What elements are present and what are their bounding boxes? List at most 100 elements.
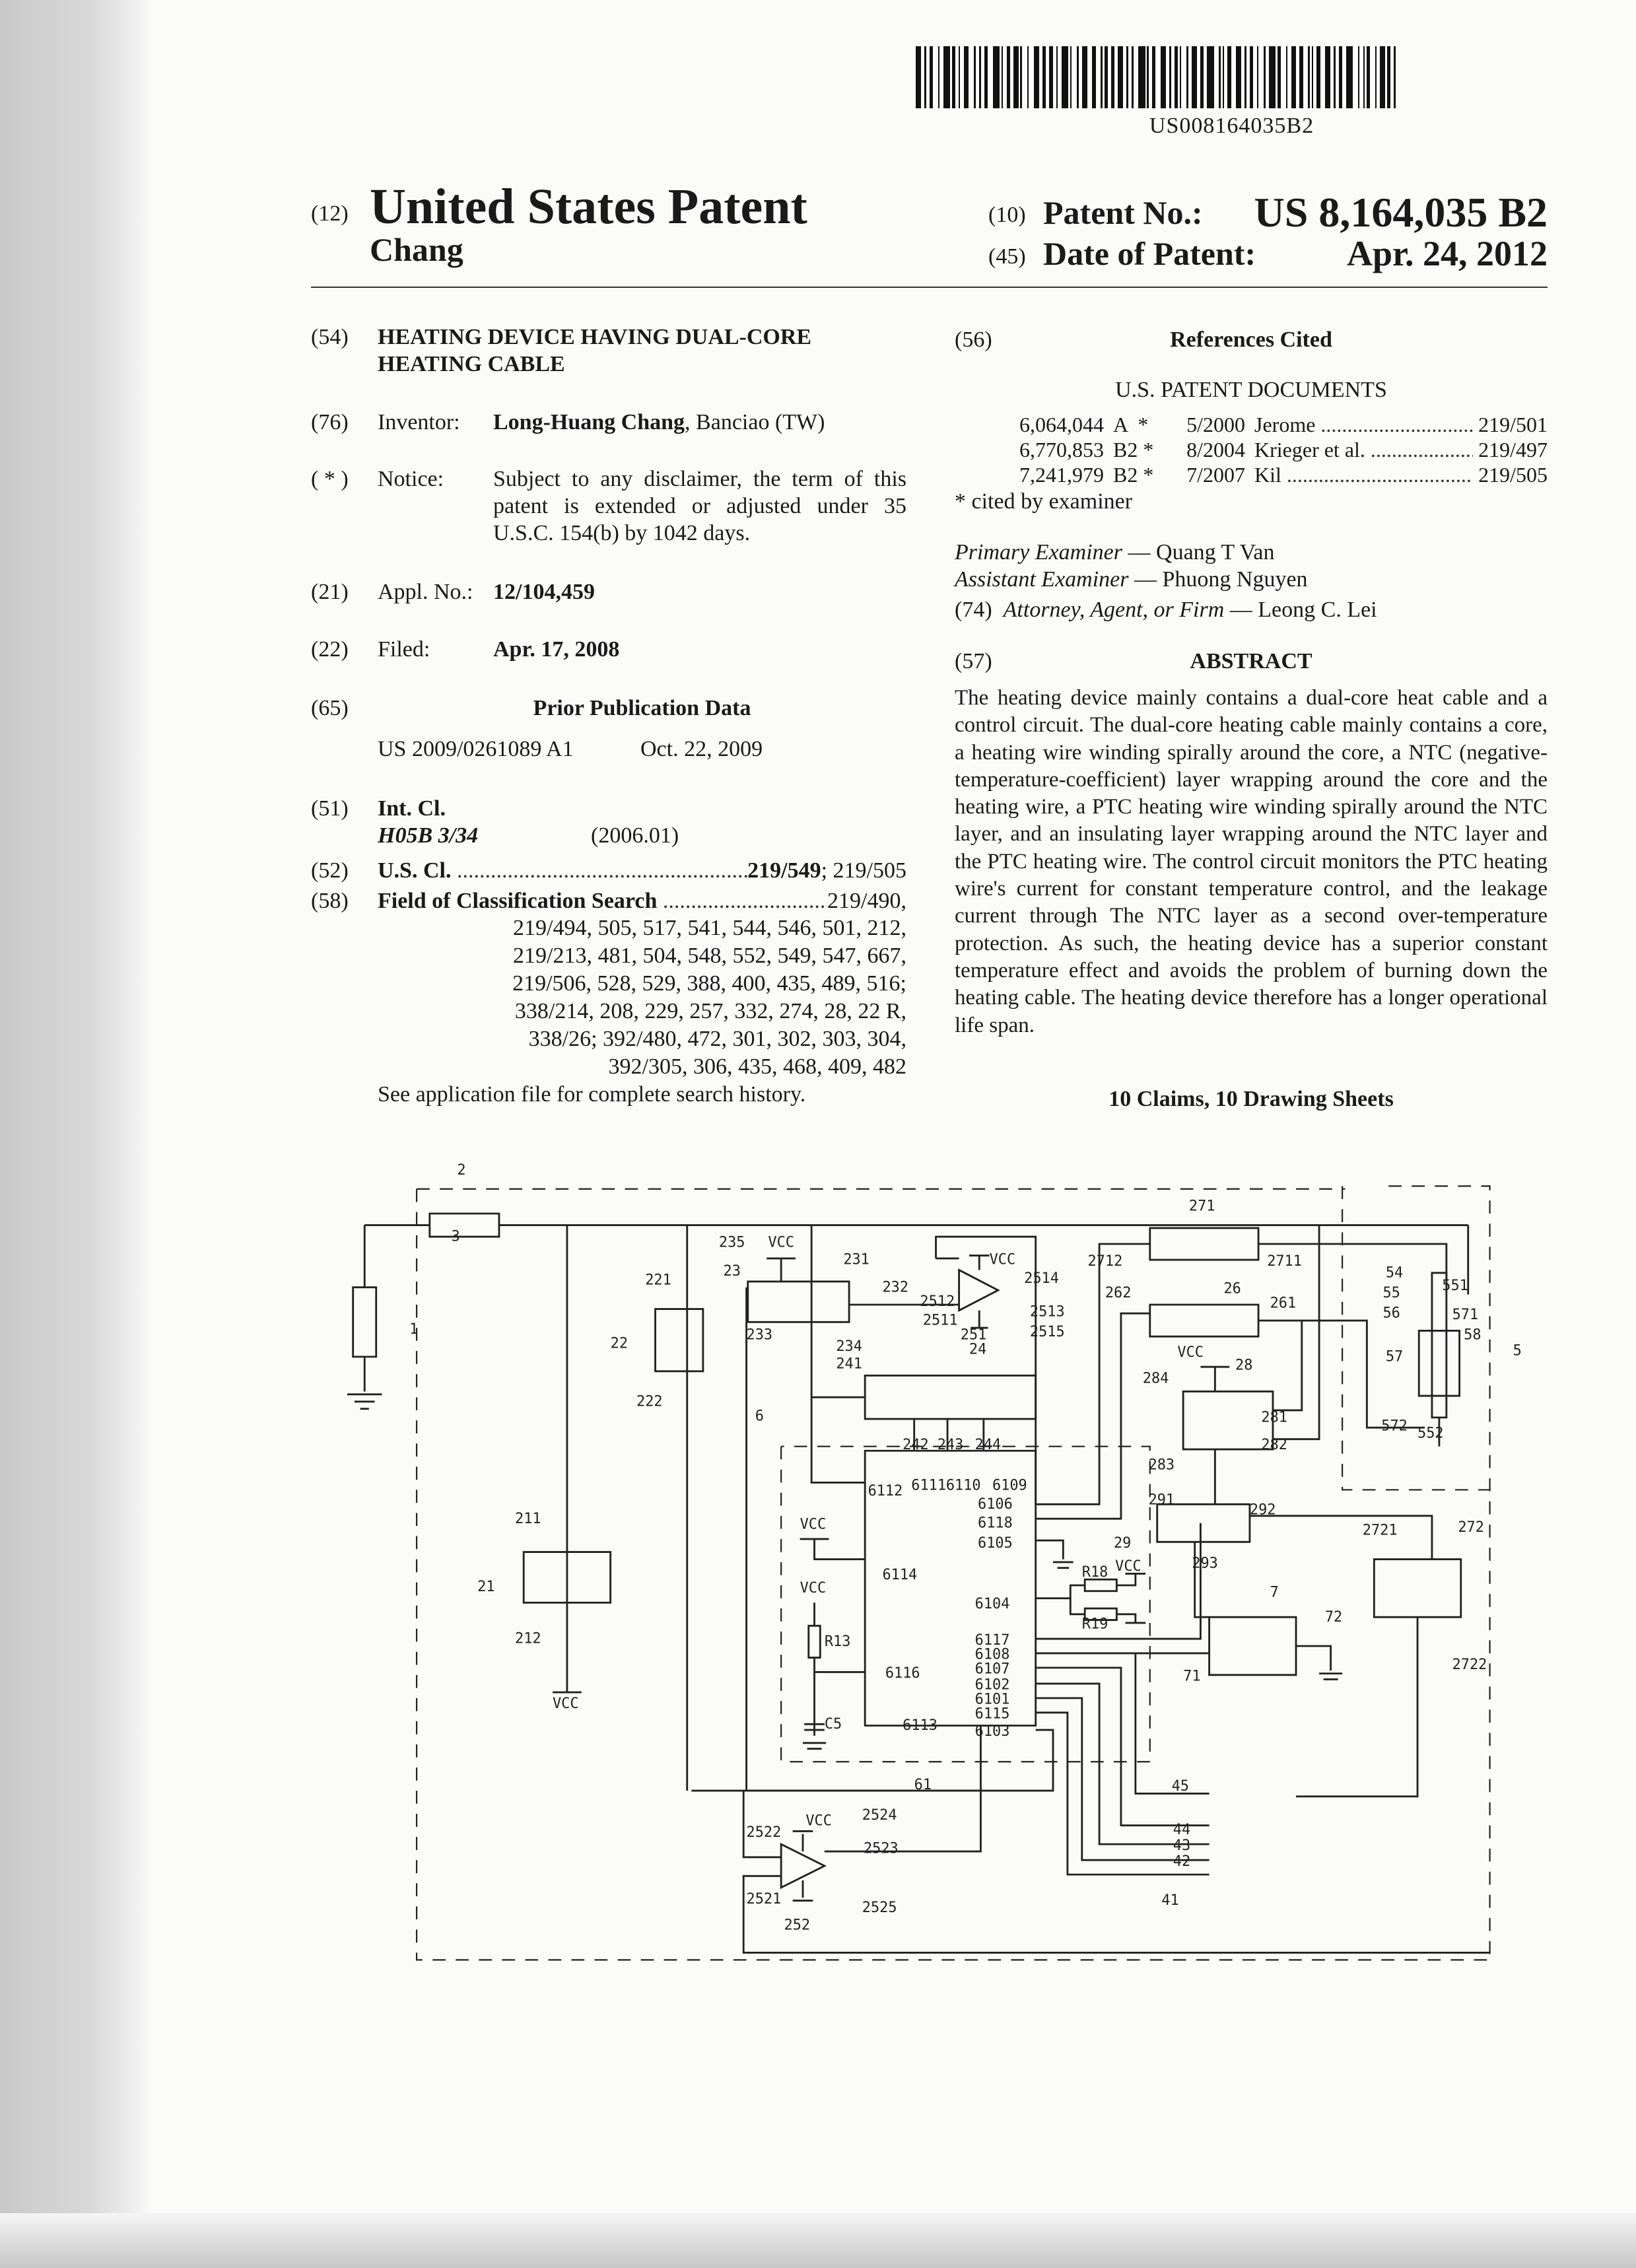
- reference-numeral-label: 551: [1442, 1278, 1468, 1294]
- circuit-wire: [1149, 1227, 1260, 1261]
- circuit-wire: [742, 1725, 982, 1859]
- attorney-label: Attorney, Agent, or Firm: [1003, 598, 1225, 622]
- circuit-wire: [1035, 1243, 1150, 1520]
- barcode-bar: [1268, 46, 1276, 108]
- prior-pub-date: Oct. 22, 2009: [640, 737, 763, 761]
- barcode-bar: [1200, 46, 1204, 108]
- date-code: (45): [988, 244, 1026, 269]
- ref-date: 8/2004: [1186, 438, 1245, 462]
- circuit-wire: [1249, 1515, 1433, 1560]
- barcode-bar: [916, 46, 921, 108]
- circuit-wire: [1373, 1558, 1462, 1618]
- ref-number: 6,770,853: [1019, 438, 1104, 462]
- inventor-surname: Chang: [370, 231, 463, 268]
- reference-numeral-label: 291: [1149, 1492, 1175, 1508]
- appl-label: Appl. No.:: [378, 580, 473, 604]
- barcode-bar: [1277, 46, 1281, 108]
- circuit-wire: [742, 1874, 1490, 1954]
- reference-numeral-label: 284: [1143, 1370, 1169, 1387]
- reference-numeral-label: 2511: [923, 1313, 958, 1329]
- abstract-code: (57): [955, 649, 992, 673]
- notice-code: ( * ): [311, 467, 349, 491]
- barcode-bar: [1222, 46, 1225, 108]
- barcode-bar: [1256, 46, 1259, 108]
- barcode-bar: [1299, 46, 1303, 108]
- reference-numeral-label: 5: [1513, 1343, 1522, 1359]
- field-line: 338/214, 208, 229, 257, 332, 274, 28, 22…: [514, 999, 906, 1023]
- reference-numeral-label: 6117: [975, 1632, 1010, 1649]
- reference-numeral-label: 6112: [868, 1483, 903, 1499]
- notice-label: Notice:: [378, 467, 444, 491]
- intcl-class: H05B 3/34: [378, 823, 479, 848]
- reference-numeral-label: 212: [515, 1631, 541, 1647]
- title-code: (54): [311, 325, 349, 349]
- inventor-code: (76): [311, 410, 349, 434]
- reference-numeral-label: VCC: [990, 1252, 1016, 1268]
- reference-numeral-label: 235: [719, 1234, 745, 1251]
- reference-numeral-label: 23: [724, 1263, 741, 1280]
- reference-numeral-label: 6108: [975, 1647, 1010, 1663]
- barcode-bar: [1013, 46, 1019, 108]
- reference-numeral-label: 6104: [975, 1596, 1010, 1612]
- cited-note: * cited by examiner: [955, 489, 1133, 514]
- field-line-0: 219/490,: [827, 889, 906, 913]
- reference-numeral-label: 552: [1417, 1426, 1444, 1442]
- barcode-bar: [1027, 46, 1029, 108]
- ref-class: 219/497: [1478, 438, 1548, 462]
- barcode-bar: [974, 46, 976, 108]
- dashed-boundary: [415, 1188, 1490, 1961]
- circuit-wire: [800, 1538, 866, 1560]
- field-classes: 219/494, 505, 517, 541, 544, 546, 501, 2…: [378, 914, 906, 1081]
- reference-numeral-label: VCC: [800, 1580, 827, 1597]
- reference-numeral-label: 271: [1189, 1198, 1215, 1215]
- circuit-wire: [1156, 1503, 1251, 1543]
- dashed-boundary: [1388, 1185, 1491, 1960]
- barcode-bar: [1207, 46, 1214, 108]
- ref-kind: B2 *: [1113, 438, 1154, 462]
- reference-numeral-label: 6105: [978, 1535, 1013, 1552]
- barcode-bar: [1316, 46, 1320, 108]
- reference-numeral-label: 57: [1386, 1348, 1403, 1365]
- barcode-bar: [992, 46, 1000, 108]
- barcode-bar: [958, 46, 961, 108]
- reference-numeral-label: 6109: [992, 1477, 1027, 1494]
- reference-numeral-label: 6110: [946, 1477, 981, 1494]
- reference-numeral-label: VCC: [768, 1234, 794, 1251]
- assistant-examiner-label: Assistant Examiner: [955, 567, 1129, 592]
- barcode-bar: [1070, 46, 1072, 108]
- ref-leader-dots: ........................................…: [1370, 438, 1473, 462]
- uscl-rest: ; 219/505: [821, 858, 906, 883]
- ref-inventor: Kil: [1254, 463, 1281, 487]
- circuit-wire: [1417, 1330, 1460, 1397]
- circuit-wire: [1035, 1667, 1210, 1876]
- ref-class: 219/505: [1478, 463, 1548, 487]
- reference-numeral-label: 221: [645, 1272, 671, 1288]
- barcode-bar: [1311, 46, 1314, 108]
- reference-numeral-label: 3: [452, 1229, 460, 1245]
- field-line: 219/213, 481, 504, 548, 552, 549, 547, 6…: [513, 944, 906, 968]
- barcode-bar: [1118, 46, 1124, 108]
- circuit-wire: [810, 1225, 866, 1484]
- uscl-label: U.S. Cl.: [378, 858, 452, 883]
- circuit-wire: [553, 1225, 582, 1694]
- barcode-bar: [1056, 46, 1058, 108]
- reference-numeral-label: 283: [1149, 1457, 1175, 1474]
- barcode-bar: [1138, 46, 1145, 108]
- date-label: Date of Patent:: [1043, 235, 1256, 272]
- reference-numeral-label: R18: [1082, 1564, 1108, 1581]
- ref-number: 6,064,044: [1019, 413, 1104, 436]
- reference-numeral-label: 243: [937, 1437, 964, 1453]
- reference-numeral-label: VCC: [800, 1517, 827, 1533]
- reference-numeral-label: 261: [1270, 1295, 1297, 1311]
- reference-numeral-label: 2721: [1363, 1522, 1398, 1538]
- barcode-bar: [1006, 46, 1010, 108]
- barcode-bar: [1077, 46, 1079, 108]
- barcode-bar: [1092, 46, 1096, 108]
- barcode-bar: [1236, 46, 1242, 108]
- barcode-bar: [1049, 46, 1053, 108]
- reference-numeral-label: 231: [843, 1252, 869, 1268]
- barcode-bar: [1081, 46, 1087, 108]
- circuit-wire: [522, 1551, 612, 1604]
- header-divider: [311, 287, 1548, 288]
